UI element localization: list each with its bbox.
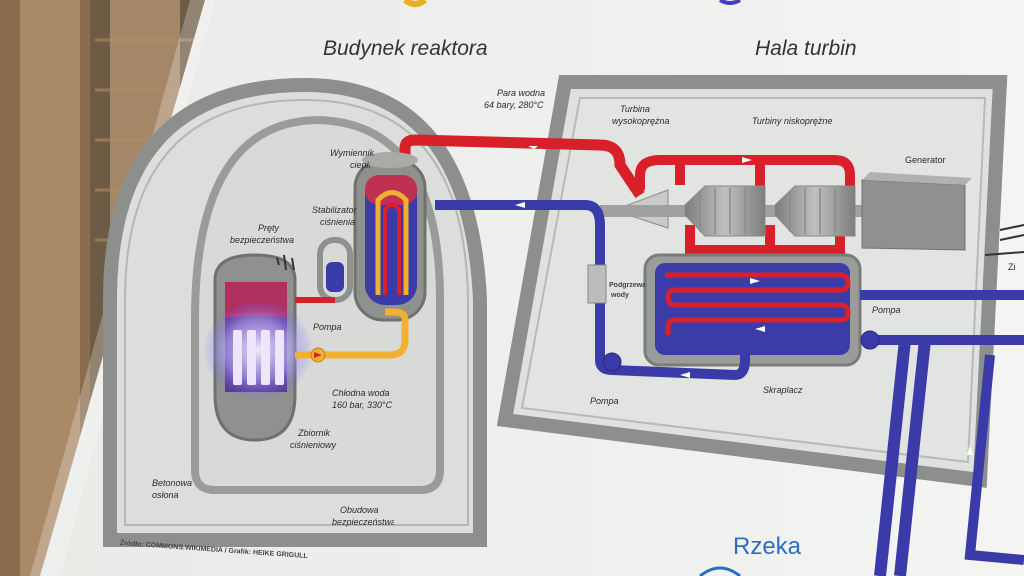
control-rods [276,254,295,271]
turbine-hall-title: Hala turbin [755,37,857,60]
feed-heater-label-1: Podgrzewacz [609,282,645,289]
generator-label: Generator [905,155,946,165]
pressurizer-label-2: ciśnienia [320,217,356,227]
right-pump-label: Pompa [872,305,901,315]
feed-heater-label-2: wody [611,292,629,299]
river-label: Rzeka [733,533,802,560]
concrete-label-1: Betonowa [152,478,193,488]
lp-turbines-label: Turbiny niskoprężne [752,116,833,126]
steam-label-2: 64 bary, 280°C [484,100,544,110]
pressurizer-label-1: Stabilizator [312,205,357,215]
hp-turbine-label-2: wysokoprężna [612,116,670,126]
containment-label-1: Obudowa [340,505,379,515]
pressure-vessel-label-2: ciśnieniowy [290,440,337,450]
generator [861,179,966,251]
steam-label-1: Para wodna [497,88,546,98]
fuel-rods-glowing [233,330,284,385]
reactor-building-title: Budynek reaktora [323,37,488,60]
cold-water-label-2: 160 bar, 330°C [332,400,393,410]
heat-exchanger-label-1: Wymiennik [330,148,375,158]
concrete-label-2: osłona [152,490,179,500]
cold-water-label-1: Chłodna woda [332,388,390,398]
control-rods-label-1: Pręty [258,223,280,233]
hall-pump-label: Pompa [590,396,619,406]
hp-turbine-label-1: Turbina [620,104,650,114]
steam-pipe [399,134,645,199]
heat-exchanger-label-2: ciepła [350,160,370,170]
partial-right-label: Zi [1008,262,1016,272]
containment-label-2: bezpieczeństwa [332,517,394,527]
control-rods-label-2: bezpieczeństwa [230,235,295,245]
feedwater-pipe [435,200,750,381]
pressure-vessel-label-1: Zbiornik [298,428,331,438]
condenser-label: Skraplacz [763,385,803,395]
reactor-pump-label: Pompa [313,322,342,332]
